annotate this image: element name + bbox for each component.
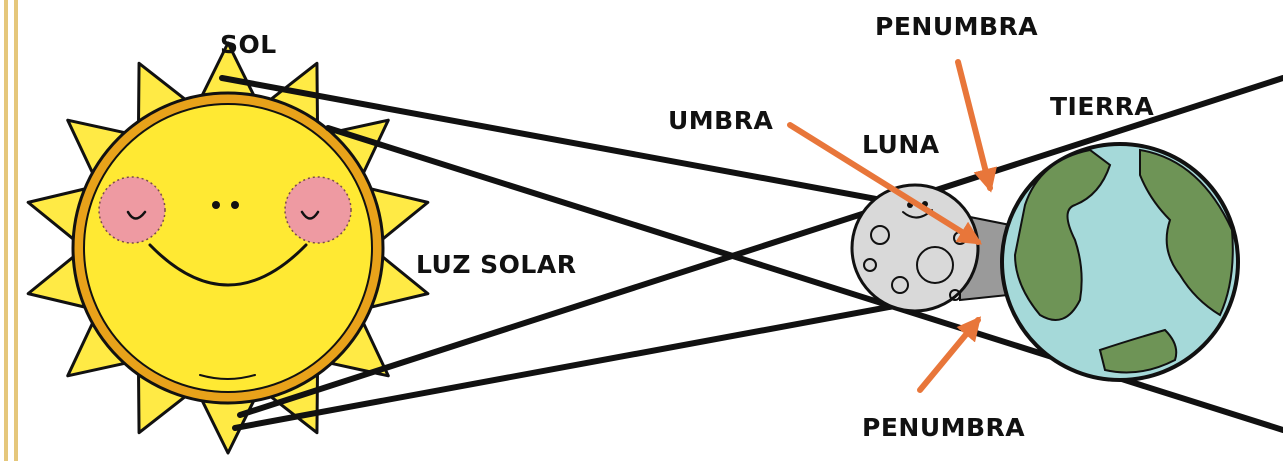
- penumbra-top-arrow: [955, 59, 997, 193]
- moon-illustration: [850, 183, 980, 313]
- penumbra-bottom-label: PENUMBRA: [862, 413, 1026, 442]
- sun-illustration: [26, 41, 430, 455]
- earth-illustration: [1000, 142, 1240, 382]
- penumbra-top-label: PENUMBRA: [875, 12, 1039, 41]
- umbra-arrow: [787, 122, 983, 245]
- ray-top-outer: [219, 75, 928, 211]
- sun-label: SOL: [220, 30, 277, 59]
- sunlight-label: LUZ SOLAR: [416, 250, 577, 279]
- earth-label: TIERRA: [1050, 92, 1155, 121]
- sun-eye-left: [212, 201, 220, 209]
- umbra-label: UMBRA: [668, 106, 774, 135]
- sun-cheek-left: [98, 176, 166, 244]
- sun-cheek-right: [284, 176, 352, 244]
- sun-eye-right: [231, 201, 239, 209]
- earth-continent-south: [1098, 328, 1178, 374]
- ray-bottom-inner: [237, 75, 1283, 418]
- ray-bottom-outer: [232, 302, 903, 431]
- earth-continent-east: [1139, 148, 1234, 317]
- penumbra-bottom-arrow: [917, 316, 982, 393]
- earth-continent-north: [1013, 148, 1112, 321]
- sun-smile: [148, 243, 308, 287]
- callout-arrows: [787, 59, 997, 393]
- moon-label: LUNA: [862, 130, 940, 159]
- left-border: [4, 0, 18, 461]
